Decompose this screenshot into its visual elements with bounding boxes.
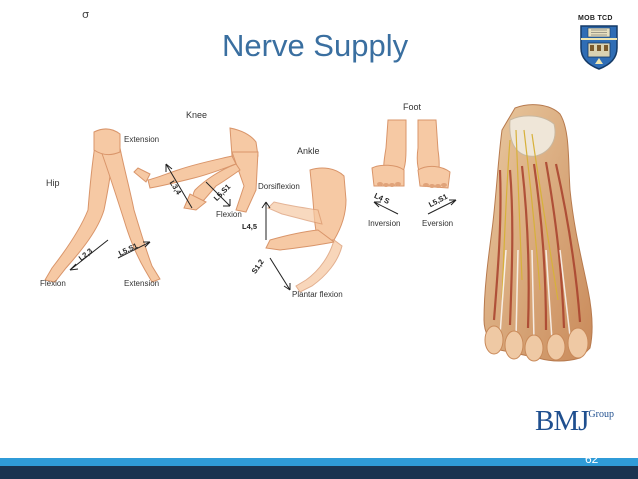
knee-flexion-label: Flexion [216,210,242,219]
foot-heading: Foot [403,102,422,112]
page-number: 62 [585,452,599,466]
hip-extension-label: Extension [124,279,160,288]
hip-heading: Hip [46,178,60,188]
ankle-plantar-label: Plantar flexion [292,290,343,299]
logo-brand: BMJ [535,405,589,437]
corner-mark: σ [82,8,89,21]
bmj-group-logo: BMJGroup [535,405,614,438]
hip-flexion-label: Flexion [40,279,66,288]
logo-suffix: Group [588,409,614,420]
ankle-dorsiflexion-label: Dorsiflexion [258,182,300,191]
knee-extension-label: Extension [124,135,160,144]
crest-icon [580,25,618,70]
badge-label: MOB TCD [578,15,613,22]
ankle-dorsi-nerve: L4,5 [242,222,258,231]
footer-bar-light [0,458,638,466]
slide-title: Nerve Supply [222,28,409,63]
footer-bar-dark [0,466,638,479]
foot-eversion-label: Eversion [422,219,454,228]
ankle-heading: Ankle [297,146,320,156]
foot-anatomy-illustration [483,104,593,362]
joint-movements-diagram [44,119,457,293]
foot-inversion-label: Inversion [368,219,401,228]
knee-heading: Knee [186,110,208,120]
